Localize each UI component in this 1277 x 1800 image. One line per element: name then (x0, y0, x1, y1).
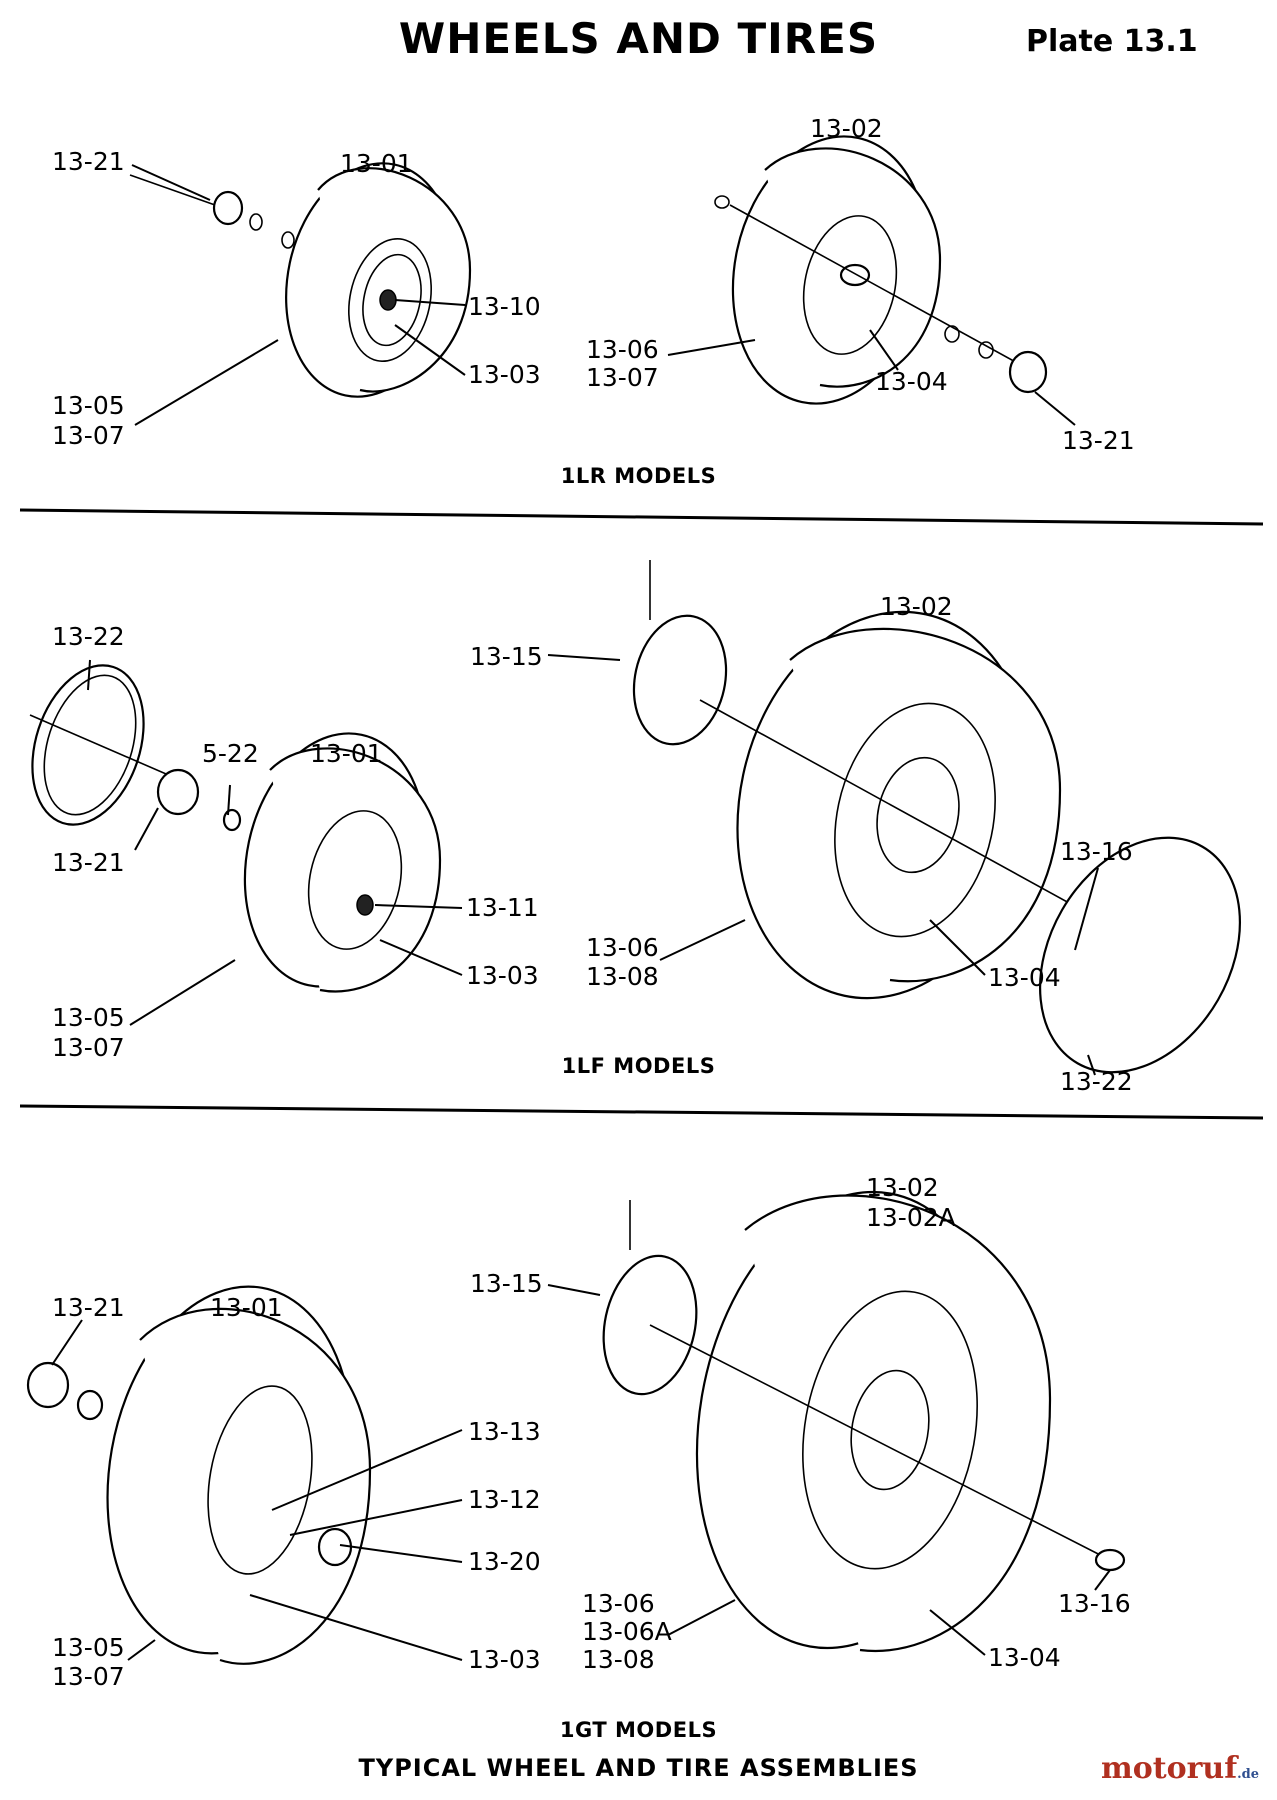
lr-left-hardware (129, 174, 295, 249)
callout: 13-02 (810, 114, 883, 143)
watermark-suffix: .de (1237, 1767, 1259, 1782)
callout: 13-07 (52, 1662, 125, 1691)
page-title: WHEELS AND TIRES (398, 14, 879, 63)
callout: 13-06A (582, 1617, 672, 1646)
callout: 13-21 (52, 848, 125, 877)
callout: 13-01 (340, 149, 413, 178)
callout: 13-06 (586, 335, 659, 364)
callouts-lr: 13-21 13-01 13-10 13-03 13-05 13-07 13-0… (52, 114, 1135, 455)
callout: 13-13 (468, 1417, 541, 1446)
callout: 13-07 (52, 421, 125, 450)
callout: 13-04 (988, 1643, 1061, 1672)
callout: 13-03 (468, 1645, 541, 1674)
callout: 13-22 (1060, 1067, 1133, 1096)
callout: 13-21 (52, 1293, 125, 1322)
callouts-gt: 13-21 13-01 13-13 13-12 13-20 13-03 13-0… (52, 1173, 1131, 1691)
callout: 13-11 (466, 893, 539, 922)
callout: 13-16 (1060, 837, 1133, 866)
callout: 13-15 (470, 1269, 543, 1298)
callout: 13-05 (52, 391, 125, 420)
callout: 13-01 (310, 739, 383, 768)
callout: 13-01 (210, 1293, 283, 1322)
callout: 13-04 (988, 963, 1061, 992)
callout: 13-07 (586, 363, 659, 392)
callout: 13-21 (1062, 426, 1135, 455)
lr-left-tire (285, 162, 472, 398)
callout: 13-02A (866, 1203, 956, 1232)
callout: 13-06 (582, 1589, 655, 1618)
callout: 13-05 (52, 1633, 125, 1662)
lf-right-tire (632, 560, 1242, 1074)
lr-right-hardware (714, 195, 1048, 394)
callout: 13-06 (586, 933, 659, 962)
callout: 13-02 (880, 592, 953, 621)
callout: 13-22 (52, 622, 125, 651)
section-label-1lr: 1LR MODELS (560, 464, 717, 488)
callout: 13-03 (466, 961, 539, 990)
section-label-1lf: 1LF MODELS (561, 1054, 716, 1078)
callout: 13-08 (586, 962, 659, 991)
callout: 13-04 (875, 367, 948, 396)
callout: 13-03 (468, 360, 541, 389)
figure-caption: TYPICAL WHEEL AND TIRE ASSEMBLIES (358, 1754, 919, 1782)
divider-2 (19, 1104, 1264, 1120)
callout: 13-20 (468, 1547, 541, 1576)
lr-right-tire (729, 135, 1031, 405)
callout: 5-22 (202, 739, 259, 768)
callout: 13-16 (1058, 1589, 1131, 1618)
callout: 13-02 (866, 1173, 939, 1202)
gt-left-tire (26, 1285, 372, 1665)
leader-lines (51, 164, 1111, 1661)
callouts-lf: 13-22 5-22 13-01 13-21 13-11 13-03 13-05… (52, 592, 1133, 1096)
lf-rim-ring (29, 664, 181, 826)
plate-number: Plate 13.1 (1026, 24, 1198, 59)
divider-1 (19, 508, 1264, 526)
watermark-brand: motoruf (1100, 1751, 1238, 1786)
callout: 13-15 (470, 642, 543, 671)
callout: 13-10 (468, 292, 541, 321)
callout: 13-07 (52, 1033, 125, 1062)
callout: 13-21 (52, 147, 125, 176)
callout: 13-08 (582, 1645, 655, 1674)
section-label-1gt: 1GT MODELS (559, 1718, 718, 1742)
gt-right-tire (602, 1190, 1126, 1652)
callout: 13-12 (468, 1485, 541, 1514)
callout: 13-05 (52, 1003, 125, 1032)
lf-left-tire (156, 732, 442, 993)
watermark: motoruf.de (1101, 1751, 1259, 1786)
